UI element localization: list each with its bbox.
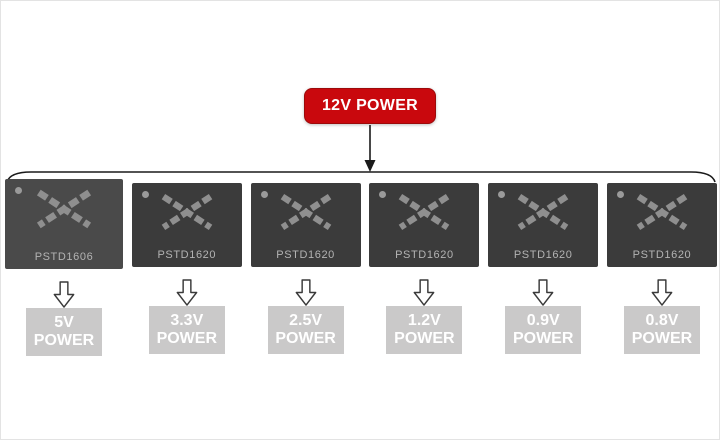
chip-package: PSTD1620 bbox=[488, 183, 599, 267]
rail-power-word: POWER bbox=[631, 330, 693, 347]
pin1-dot-icon bbox=[379, 191, 387, 198]
source-power-label: 12V POWER bbox=[321, 97, 419, 114]
chip-row: PSTD1606 5V POWER PSTD1620 3.3V POWER bbox=[5, 179, 717, 356]
chip-part-number: PSTD1620 bbox=[395, 249, 454, 261]
pin1-dot-icon bbox=[498, 191, 506, 198]
rail-power-word: POWER bbox=[33, 332, 95, 349]
rail-power-word: POWER bbox=[512, 330, 574, 347]
rail-power-word: POWER bbox=[156, 330, 218, 347]
pin1-dot-icon bbox=[260, 191, 268, 198]
rail-voltage: 1.2V bbox=[407, 311, 441, 329]
chip-logo-icon bbox=[488, 193, 598, 231]
down-arrow-icon bbox=[651, 279, 673, 306]
chip-package: PSTD1620 bbox=[369, 183, 480, 267]
rail-power-word: POWER bbox=[394, 330, 455, 347]
chip-part-number: PSTD1620 bbox=[632, 249, 692, 261]
rail-power-word: POWER bbox=[275, 330, 336, 347]
down-arrow-icon bbox=[414, 279, 435, 306]
down-arrow-icon bbox=[295, 279, 316, 306]
pin1-dot-icon bbox=[616, 191, 624, 198]
rail-label: 0.9V POWER bbox=[505, 306, 582, 354]
chip-package: PSTD1606 bbox=[5, 179, 123, 269]
rail-column-2v5: PSTD1620 2.5V POWER bbox=[250, 183, 361, 356]
source-arrowhead-icon bbox=[364, 160, 376, 172]
chip-logo-icon bbox=[5, 189, 123, 229]
rail-voltage: 0.8V bbox=[645, 311, 679, 329]
rail-label: 3.3V POWER bbox=[148, 306, 225, 354]
pin1-dot-icon bbox=[15, 187, 22, 194]
rail-column-3v3: PSTD1620 3.3V POWER bbox=[131, 183, 242, 356]
rail-column-0v9: PSTD1620 0.9V POWER bbox=[488, 183, 599, 356]
rail-voltage: 5V bbox=[54, 313, 74, 331]
rail-label: 0.8V POWER bbox=[623, 306, 700, 354]
rail-column-1v2: PSTD1620 1.2V POWER bbox=[369, 183, 480, 356]
down-arrow-icon bbox=[532, 279, 554, 306]
chip-logo-icon bbox=[369, 193, 479, 231]
rail-voltage: 0.9V bbox=[526, 311, 560, 329]
chip-part-number: PSTD1620 bbox=[276, 249, 335, 261]
chip-part-number: PSTD1620 bbox=[157, 249, 217, 261]
chip-package: PSTD1620 bbox=[606, 183, 717, 267]
down-arrow-icon bbox=[53, 281, 75, 308]
source-power-box: 12V POWER bbox=[304, 88, 436, 124]
chip-logo-icon bbox=[607, 193, 717, 231]
rail-column-0v8: PSTD1620 0.8V POWER bbox=[606, 183, 717, 356]
down-arrow-icon bbox=[176, 279, 198, 306]
rail-column-5v: PSTD1606 5V POWER bbox=[5, 179, 123, 356]
chip-part-number: PSTD1620 bbox=[513, 249, 573, 261]
chip-logo-icon bbox=[132, 193, 242, 231]
pin1-dot-icon bbox=[141, 191, 149, 198]
chip-logo-icon bbox=[251, 193, 361, 231]
chip-package: PSTD1620 bbox=[131, 183, 242, 267]
rail-voltage: 3.3V bbox=[170, 311, 204, 329]
rail-label: 2.5V POWER bbox=[267, 306, 344, 354]
rail-label: 1.2V POWER bbox=[386, 306, 463, 354]
chip-part-number: PSTD1606 bbox=[34, 251, 94, 263]
rail-label: 5V POWER bbox=[26, 308, 102, 356]
rail-voltage: 2.5V bbox=[289, 311, 323, 329]
chip-package: PSTD1620 bbox=[250, 183, 361, 267]
